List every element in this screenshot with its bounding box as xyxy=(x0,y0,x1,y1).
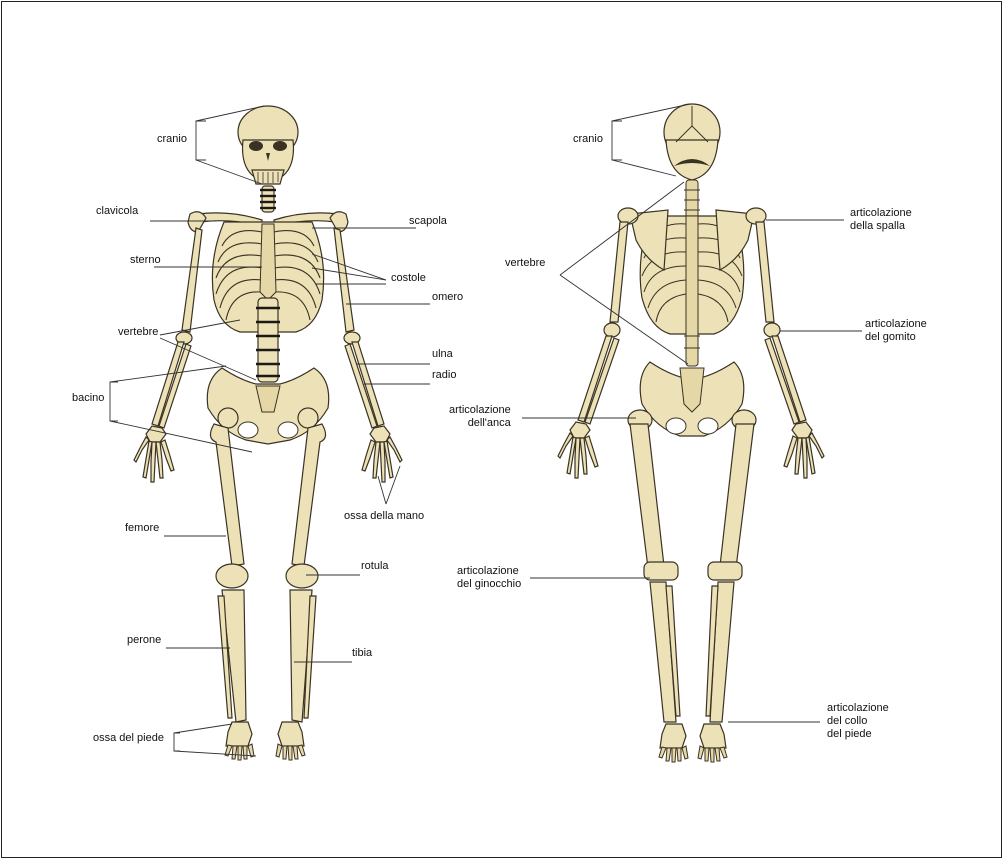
front-femur-left xyxy=(209,423,245,567)
label-back-articolazione-anca: articolazione dell'anca xyxy=(449,404,511,429)
label-front-omero: omero xyxy=(432,291,464,303)
front-eye-socket-left xyxy=(249,141,263,151)
back-femur-left xyxy=(629,423,665,569)
label-back-cranio: cranio xyxy=(573,133,603,145)
label-front-rotula: rotula xyxy=(361,560,389,572)
label-front-sterno: sterno xyxy=(130,254,161,266)
front-femur-right xyxy=(291,423,327,567)
front-tibia-left xyxy=(221,589,247,723)
front-tibia-right xyxy=(289,589,313,723)
label-front-ulna: ulna xyxy=(432,348,453,360)
label-front-vertebre: vertebre xyxy=(118,326,159,338)
front-eye-socket-right xyxy=(273,141,287,151)
back-femur-right xyxy=(719,423,755,569)
label-front-femore: femore xyxy=(125,522,160,534)
back-knee-right xyxy=(707,561,743,581)
label-front-scapola: scapola xyxy=(409,215,447,227)
label-back-articolazione-spalla: articolazione della spalla xyxy=(850,207,912,232)
front-fibula-left xyxy=(217,595,233,719)
front-sternum xyxy=(259,223,277,301)
label-front-tibia: tibia xyxy=(352,647,373,659)
label-front-cranio: cranio xyxy=(157,133,187,145)
back-humerus-left xyxy=(609,221,629,323)
back-scapula-left xyxy=(629,209,669,271)
label-back-vertebre: vertebre xyxy=(505,257,546,269)
front-patella-right xyxy=(285,563,319,589)
front-humerus-left xyxy=(181,227,203,333)
label-back-articolazione-gomito: articolazione del gomito xyxy=(865,318,927,343)
back-knee-left xyxy=(643,561,679,581)
front-leader-lines xyxy=(109,105,430,757)
front-ulna-right xyxy=(344,343,378,429)
front-skeleton xyxy=(133,105,403,761)
front-humerus-right xyxy=(333,227,355,333)
front-fibula-right xyxy=(303,595,317,719)
back-scapula-right xyxy=(715,209,755,271)
label-front-ossa-piede: ossa del piede xyxy=(93,732,164,744)
label-front-bacino: bacino xyxy=(72,392,105,404)
front-radius-left xyxy=(151,341,185,427)
label-front-clavicola: clavicola xyxy=(96,205,139,217)
back-leader-lines xyxy=(522,103,862,723)
front-ulna-left xyxy=(158,343,192,429)
label-front-perone: perone xyxy=(127,634,162,646)
label-front-radio: radio xyxy=(432,369,457,381)
label-back-articolazione-collo-piede: articolazione del collo del piede xyxy=(827,702,889,740)
label-front-costole: costole xyxy=(391,272,426,284)
front-patella-left xyxy=(215,563,249,589)
back-skeleton xyxy=(557,103,825,763)
label-back-articolazione-ginocchio: articolazione del ginocchio xyxy=(457,565,522,590)
front-spine-lumbar xyxy=(257,297,279,383)
label-front-ossa-mano: ossa della mano xyxy=(344,510,425,522)
back-humerus-right xyxy=(755,221,775,323)
